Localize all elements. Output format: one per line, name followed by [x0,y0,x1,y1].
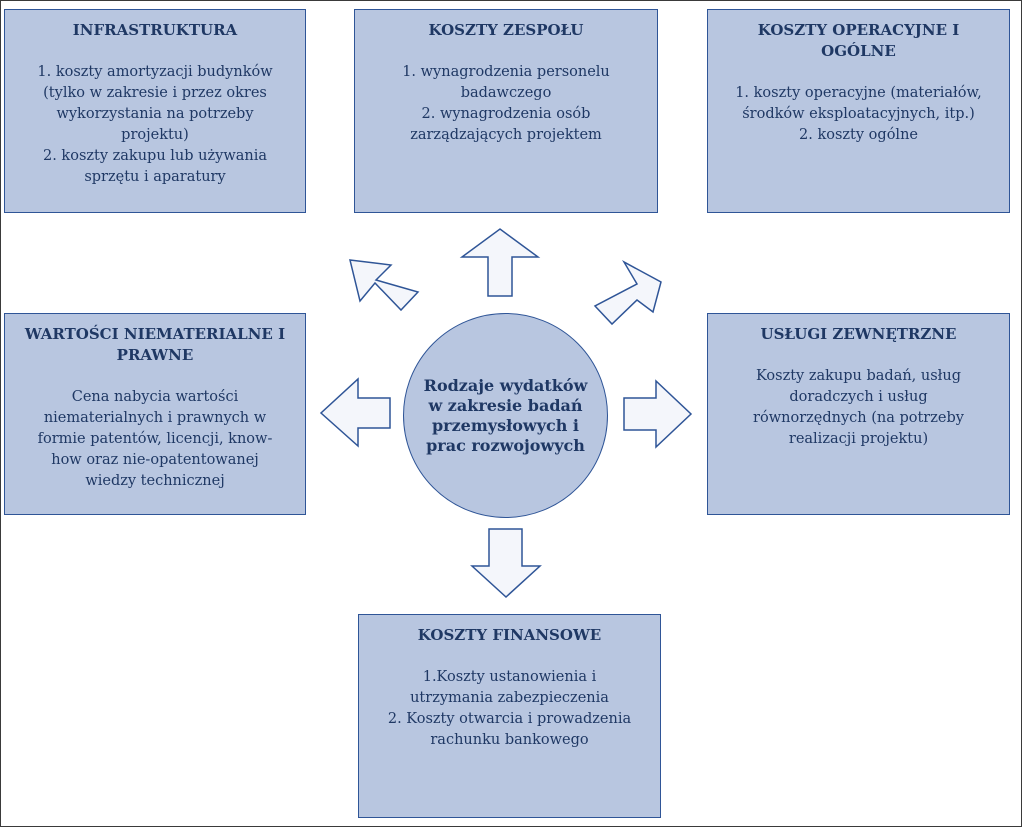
box-text-line: badawczego [460,85,552,101]
center-label: Rodzaje wydatków w zakresie badań przemy… [418,376,593,456]
box-wartosci-niematerialne: WARTOŚCI NIEMATERIALNE I PRAWNE Cena nab… [4,313,306,515]
arrow-up-left [349,259,420,312]
box-title: KOSZTY ZESPOŁU [428,21,584,39]
box-text-line: Koszty zakupu badań, usług [755,368,962,384]
box-text-line: 1. koszty operacyjne (materiałów, [735,85,982,101]
box-text-line: realizacji projektu) [788,431,929,447]
box-text-line: równorzędnych (na potrzeby [753,410,964,426]
box-text-line: formie patentów, licencji, know- [37,431,273,447]
center-label-line: w zakresie badań [428,395,583,415]
box-text-line: 2. wynagrodzenia osób [421,106,591,122]
box-title-line: WARTOŚCI NIEMATERIALNE I [24,325,286,343]
box-title: WARTOŚCI NIEMATERIALNE I PRAWNE [17,324,293,366]
arrow-up-right [593,260,662,326]
box-text-line: Cena nabycia wartości [71,389,239,405]
box-text-line: 2. Koszty otwarcia i prowadzenia [387,711,632,727]
box-text-line: wiedzy technicznej [85,473,225,489]
box-text-line: 2. koszty ogólne [799,127,918,143]
box-title-line: PRAWNE [116,346,194,364]
box-text-line: 1.Koszty ustanowienia i [422,669,597,685]
box-koszty-finansowe: KOSZTY FINANSOWE 1.Koszty ustanowienia i… [358,614,661,818]
box-text-line: 2. koszty zakupu lub używania [42,148,268,164]
center-label-line: przemysłowych i [431,415,580,435]
box-koszty-operacyjne: KOSZTY OPERACYJNE I OGÓLNE 1. koszty ope… [707,9,1010,213]
box-text-line: wykorzystania na potrzeby [56,106,254,122]
box-uslugi-zewnetrzne: USŁUGI ZEWNĘTRZNE Koszty zakupu badań, u… [707,313,1010,515]
box-text-line: rachunku bankowego [430,732,589,748]
box-title: INFRASTRUKTURA [72,21,238,39]
box-infrastruktura: INFRASTRUKTURA 1. koszty amortyzacji bud… [4,9,306,213]
box-text-line: utrzymania zabezpieczenia [410,690,609,706]
box-koszty-zespolu: KOSZTY ZESPOŁU 1. wynagrodzenia personel… [354,9,658,213]
arrow-up [459,228,541,297]
box-text-line: projektu) [121,127,189,143]
center-label-line: prac rozwojowych [426,435,585,455]
arrow-down [470,528,542,599]
box-text-line: niematerialnych i prawnych w [43,410,267,426]
box-text-line: (tylko w zakresie i przez okres [43,85,267,101]
center-circle: Rodzaje wydatków w zakresie badań przemy… [403,313,608,518]
box-text-line: środków eksploatacyjnych, itp.) [742,106,975,122]
box-text-line: how oraz nie-opatentowanej [51,452,259,468]
box-text-line: 1. wynagrodzenia personelu [402,64,610,80]
box-text-line: zarządzających projektem [410,127,602,143]
arrow-right [623,379,693,449]
box-text-line: doradczych i usług [789,389,928,405]
center-label-line: Rodzaje wydatków [423,375,588,395]
arrow-left [319,377,391,448]
box-title: USŁUGI ZEWNĘTRZNE [760,325,957,343]
box-text-line: 1. koszty amortyzacji budynków [37,64,273,80]
box-title: KOSZTY OPERACYJNE I OGÓLNE [757,21,960,60]
box-title: KOSZTY FINANSOWE [417,626,602,644]
box-text-line: sprzętu i aparatury [84,169,226,185]
